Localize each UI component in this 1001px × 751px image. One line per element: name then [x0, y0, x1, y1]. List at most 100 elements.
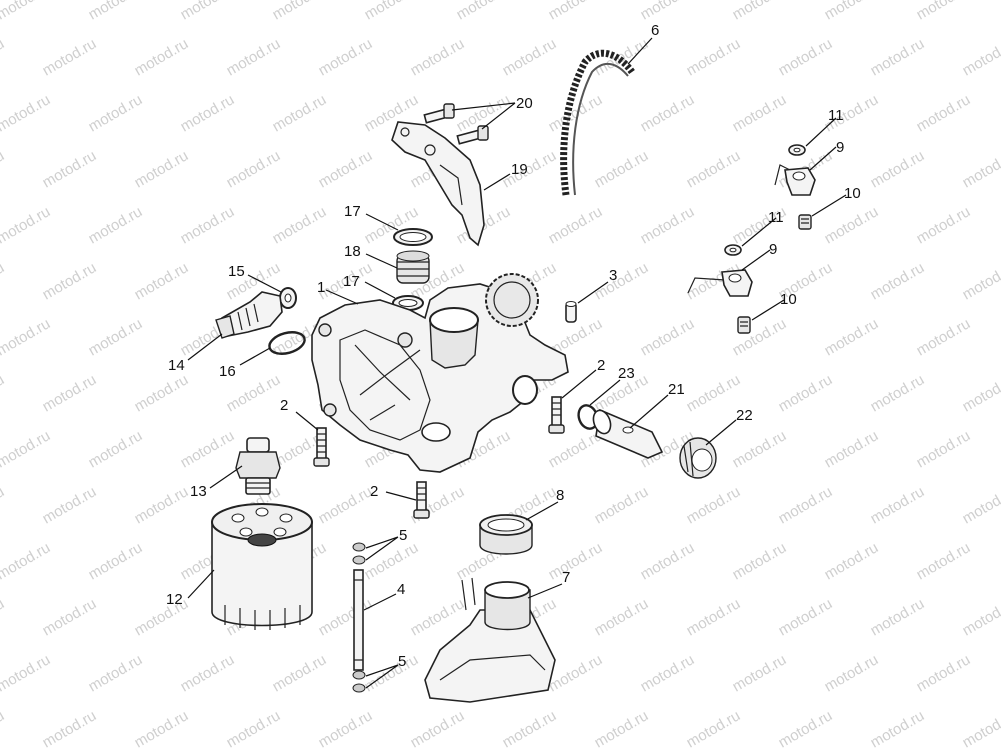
watermark-text: motod.ru — [408, 707, 468, 751]
watermark-text: motod.ru — [40, 259, 100, 303]
watermark-text: motod.ru — [86, 91, 146, 135]
jet-part-9-lower — [687, 269, 753, 297]
watermark-text: motod.ru — [40, 35, 100, 79]
watermark-text: motod.ru — [270, 203, 330, 247]
watermark-text: motod.ru — [0, 259, 7, 303]
watermark-text: motod.ru — [408, 35, 468, 79]
leader-17a — [365, 213, 399, 231]
callout-10-lower: 10 — [780, 291, 797, 308]
chain-part-6 — [560, 49, 635, 196]
watermark-text: motod.ru — [0, 651, 53, 695]
watermark-text: motod.ru — [0, 427, 53, 471]
watermark-text: motod.ru — [0, 707, 7, 751]
watermark-text: motod.ru — [0, 539, 53, 583]
watermark-text: motod.ru — [914, 91, 974, 135]
leader-18 — [365, 253, 398, 269]
watermark-text: motod.ru — [316, 707, 376, 751]
watermark-text: motod.ru — [776, 707, 836, 751]
callout-19: 19 — [511, 161, 528, 178]
callout-10-top: 10 — [844, 185, 861, 202]
leader-8 — [525, 501, 559, 521]
leader-14 — [187, 333, 223, 361]
callout-21: 21 — [668, 381, 685, 398]
watermark-text: motod.ru — [868, 147, 928, 191]
watermark-text: motod.ru — [684, 371, 744, 415]
callout-5-bottom: 5 — [398, 653, 406, 670]
watermark-text: motod.ru — [914, 539, 974, 583]
watermark-text: motod.ru — [776, 35, 836, 79]
watermark-text: motod.ru — [224, 35, 284, 79]
watermark-text: motod.ru — [730, 427, 790, 471]
watermark-text: motod.ru — [0, 35, 7, 79]
leader-5a — [365, 536, 399, 561]
callout-1: 1 — [317, 279, 325, 296]
watermark-text: motod.ru — [132, 707, 192, 751]
watermark-text: motod.ru — [960, 147, 1001, 191]
leader-15 — [247, 274, 282, 293]
watermark-text: motod.ru — [546, 203, 606, 247]
callout-11-top: 11 — [828, 107, 844, 124]
watermark-text: motod.ru — [132, 259, 192, 303]
watermark-text: motod.ru — [638, 91, 698, 135]
watermark-text: motod.ru — [500, 707, 560, 751]
tube-part-4 — [353, 569, 364, 671]
valve-part-21 — [592, 408, 664, 459]
watermark-text: motod.ru — [132, 147, 192, 191]
callout-3: 3 — [609, 267, 617, 284]
watermark-text: motod.ru — [868, 707, 928, 751]
watermark-text: motod.ru — [0, 371, 7, 415]
watermark-text: motod.ru — [454, 0, 514, 23]
watermark-text: motod.ru — [0, 203, 53, 247]
callout-16: 16 — [219, 363, 236, 380]
watermark-text: motod.ru — [822, 0, 882, 23]
watermark-text: motod.ru — [40, 707, 100, 751]
watermark-text: motod.ru — [362, 539, 422, 583]
bolt-part-2-right — [548, 396, 565, 434]
watermark-text: motod.ru — [178, 91, 238, 135]
watermark-text: motod.ru — [132, 483, 192, 527]
leader-1 — [325, 289, 359, 305]
watermark-text: motod.ru — [776, 483, 836, 527]
bolt-part-2-left — [313, 427, 330, 467]
watermark-text: motod.ru — [500, 147, 560, 191]
watermark-text: motod.ru — [960, 595, 1001, 639]
callout-5-top: 5 — [399, 527, 407, 544]
watermark-text: motod.ru — [546, 539, 606, 583]
bolt-part-10-top — [798, 214, 812, 230]
watermark-text: motod.ru — [822, 651, 882, 695]
leader-13 — [209, 465, 243, 489]
watermark-text: motod.ru — [868, 371, 928, 415]
watermark-text: motod.ru — [362, 651, 422, 695]
watermark-text: motod.ru — [86, 203, 146, 247]
callout-7: 7 — [562, 569, 570, 586]
callout-18: 18 — [344, 243, 361, 260]
watermark-text: motod.ru — [592, 483, 652, 527]
watermark-text: motod.ru — [592, 707, 652, 751]
watermark-text: motod.ru — [224, 147, 284, 191]
callout-17-bottom: 17 — [343, 273, 360, 290]
leader-2b — [385, 491, 417, 501]
watermark-text: motod.ru — [0, 315, 53, 359]
callout-2-left: 2 — [280, 397, 288, 414]
watermark-text: motod.ru — [316, 483, 376, 527]
watermark-text: motod.ru — [40, 483, 100, 527]
sensor-part-14 — [215, 291, 283, 339]
watermark-text: motod.ru — [86, 427, 146, 471]
watermark-text: motod.ru — [868, 35, 928, 79]
leader-10b — [751, 299, 785, 321]
leader-17b — [364, 281, 396, 299]
watermark-text: motod.ru — [822, 539, 882, 583]
pin-part-3 — [565, 301, 577, 323]
watermark-text: motod.ru — [684, 595, 744, 639]
watermark-text: motod.ru — [914, 0, 974, 23]
leader-2a — [295, 411, 319, 431]
leader-22 — [705, 419, 737, 446]
watermark-text: motod.ru — [178, 203, 238, 247]
fitting-part-13 — [235, 437, 281, 495]
watermark-text: motod.ru — [960, 483, 1001, 527]
plug-part-22 — [679, 437, 717, 479]
watermark-text: motod.ru — [638, 0, 698, 23]
watermark-text: motod.ru — [270, 91, 330, 135]
watermark-text: motod.ru — [86, 651, 146, 695]
